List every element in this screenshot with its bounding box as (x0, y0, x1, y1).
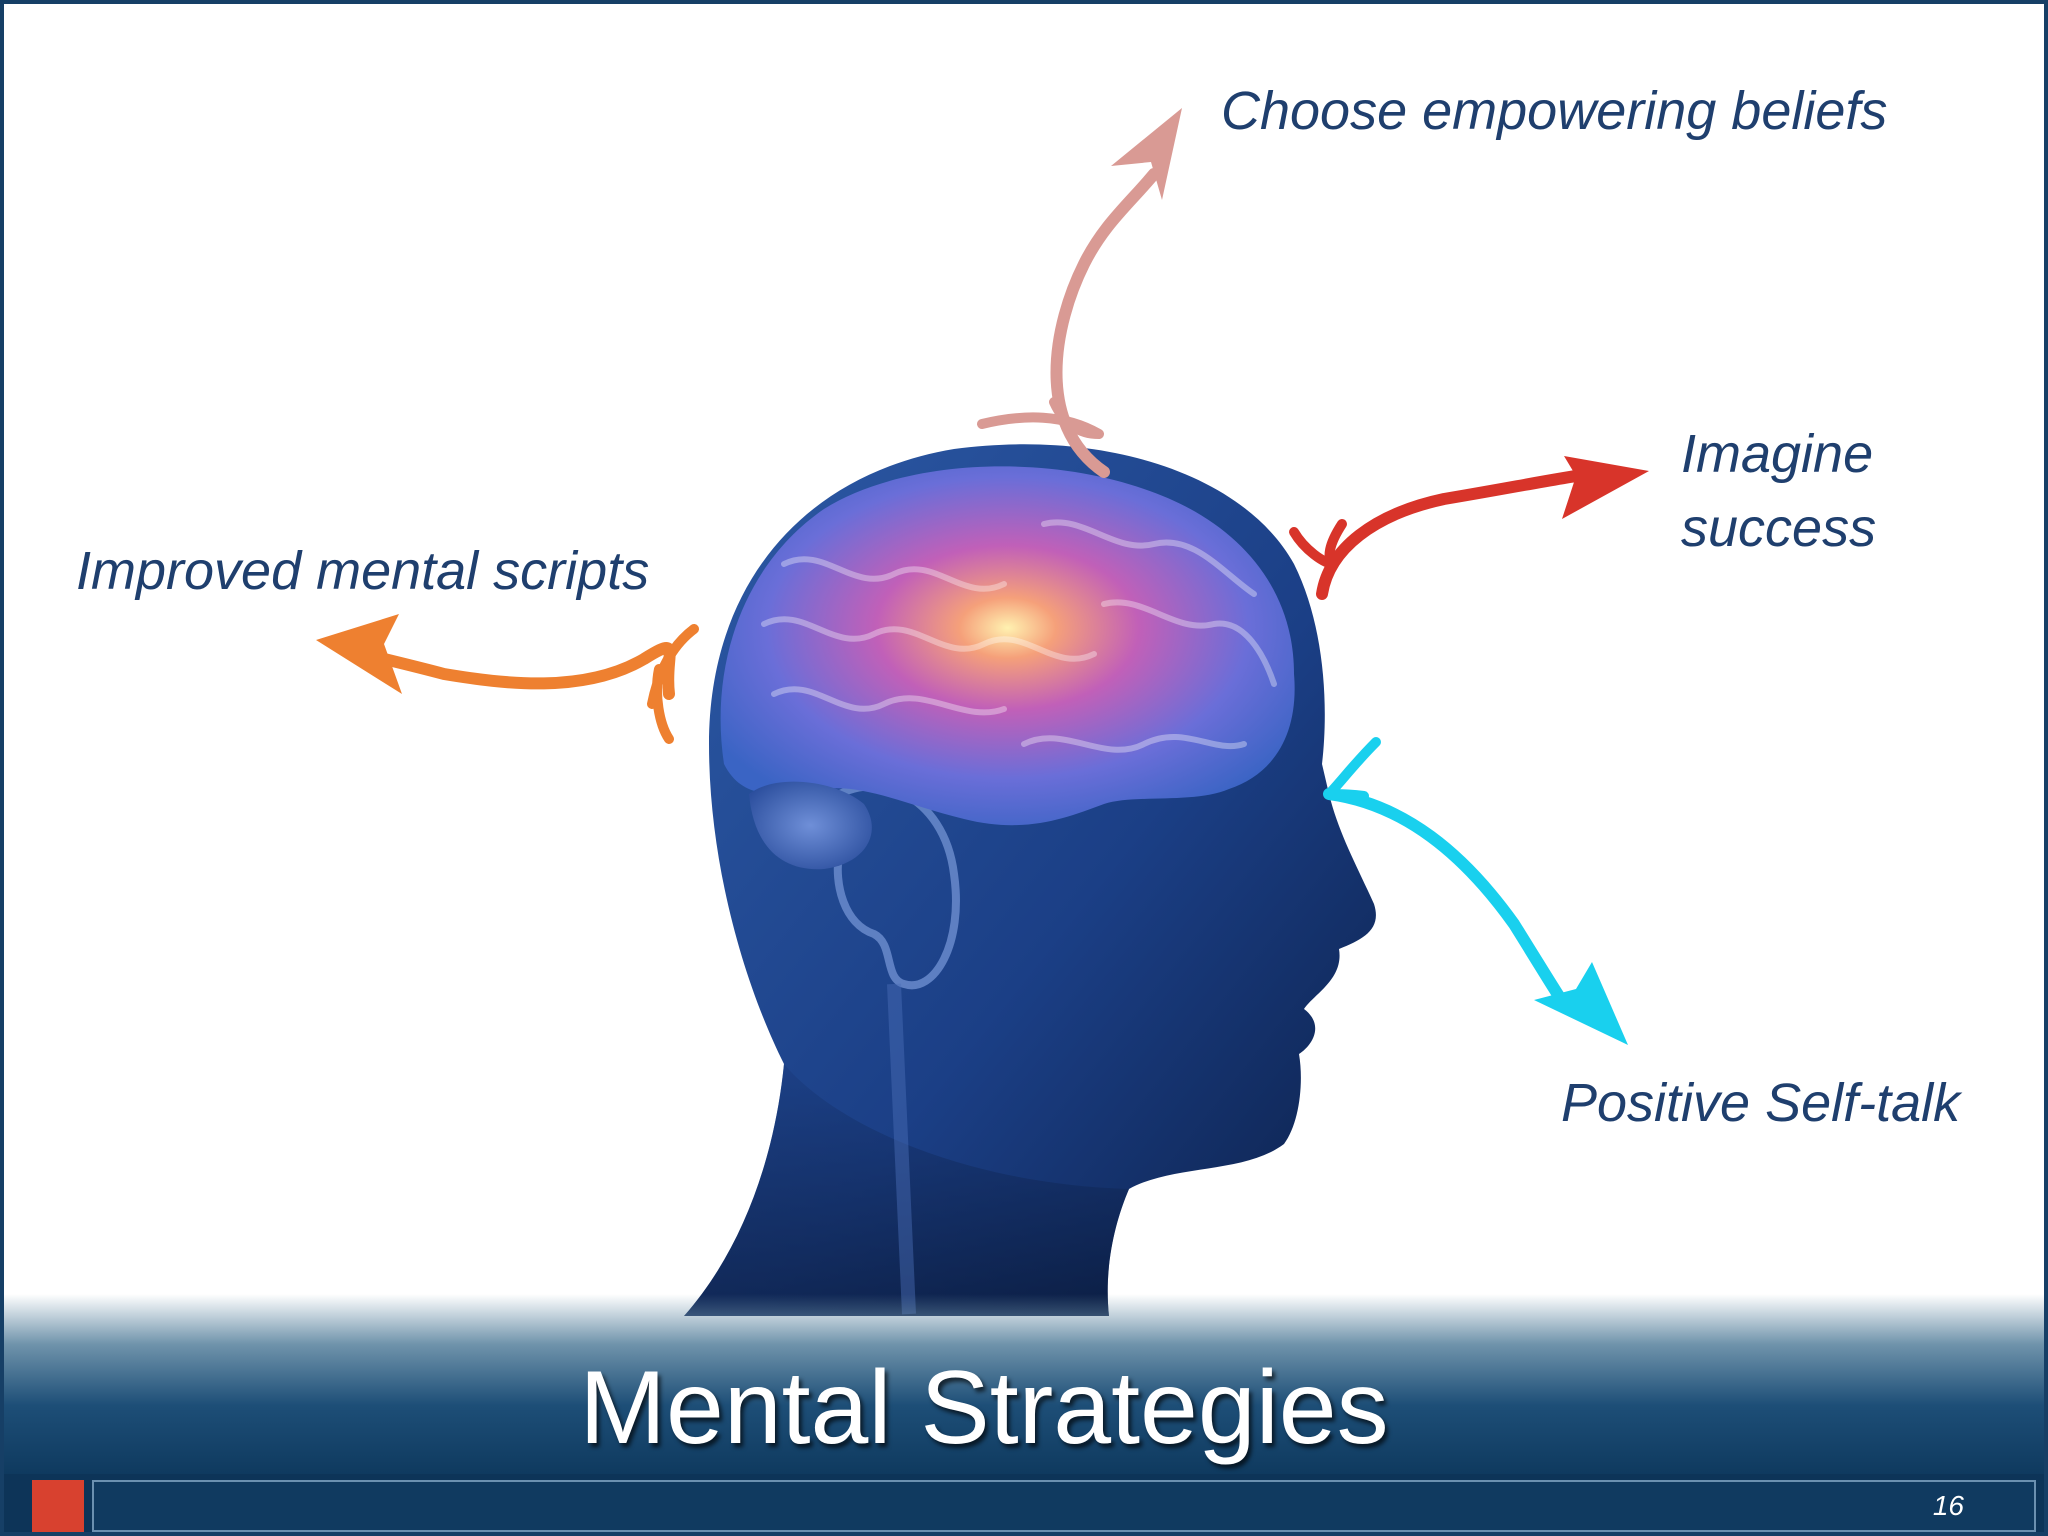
brain-shape (720, 466, 1295, 826)
arrow-beliefs-tail (977, 397, 1104, 439)
arrow-scripts-head (316, 614, 402, 694)
arrow-self-talk-tail (1324, 737, 1381, 801)
arrow-beliefs-head (1111, 108, 1182, 200)
slide-title: Mental Strategies (579, 1350, 1389, 1466)
arrow-self-talk-head (1534, 962, 1628, 1045)
label-improved-scripts: Improved mental scripts (76, 541, 650, 601)
arrow-imagine-tail (1289, 519, 1347, 569)
arrow-imagine-shaft (1316, 468, 1595, 600)
arrow-scripts-tail (647, 624, 699, 744)
brain-folds (761, 519, 1277, 753)
label-imagine-success: Imagine success (1681, 424, 1877, 558)
arrow-scripts-shaft (358, 642, 676, 700)
label-positive-self-talk: Positive Self-talk (1561, 1073, 1961, 1133)
footer-accent-square (32, 1480, 84, 1532)
page-number: 16 (1932, 1490, 1964, 1521)
arrow-imagine-head (1562, 456, 1649, 519)
title-band (4, 1294, 2044, 1474)
arrow-self-talk-shaft (1323, 788, 1570, 1010)
footer-bar (92, 1480, 2036, 1532)
cerebellum-shape (749, 781, 872, 870)
label-choose-beliefs: Choose empowering beliefs (1221, 81, 1888, 141)
spine-line (887, 983, 916, 1315)
neck-shadow (684, 1064, 1129, 1316)
illustration (316, 108, 1649, 1316)
